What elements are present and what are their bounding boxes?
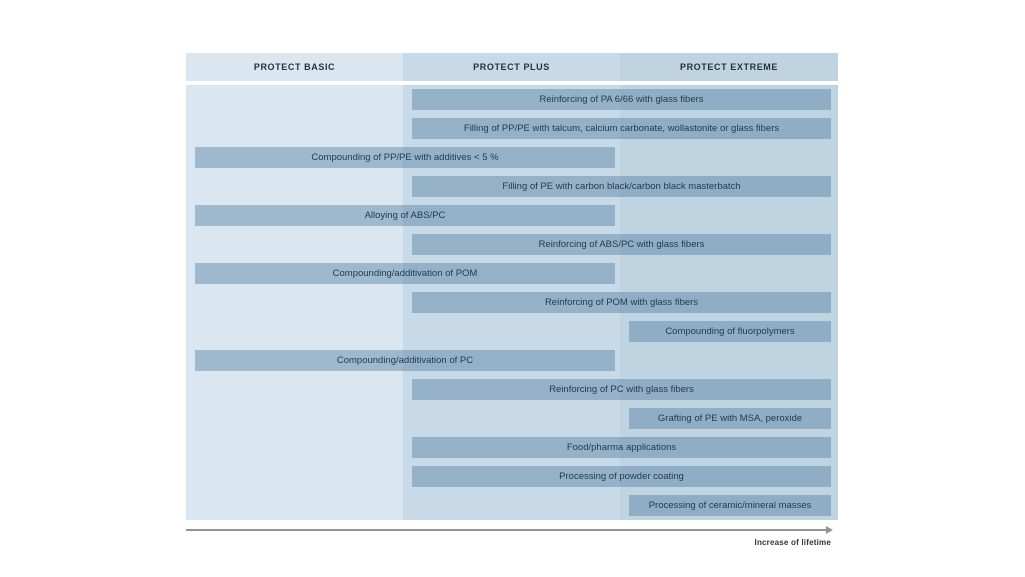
application-bar-label: Compounding of fluorpolymers — [665, 326, 795, 337]
application-bar-label: Filling of PP/PE with talcum, calcium ca… — [463, 123, 780, 134]
application-bar: Filling of PP/PE with talcum, calcium ca… — [412, 118, 831, 139]
application-bar-label: Compounding of PP/PE with additives < 5 … — [311, 152, 499, 163]
column-header-extreme: PROTECT EXTREME — [620, 53, 838, 81]
application-bar: Grafting of PE with MSA, peroxide — [629, 408, 831, 429]
application-bar-label: Reinforcing of ABS/PC with glass fibers — [538, 239, 705, 250]
application-bar: Reinforcing of PA 6/66 with glass fibers — [412, 89, 831, 110]
application-bar-label: Grafting of PE with MSA, peroxide — [657, 413, 803, 424]
chart-body: Reinforcing of PA 6/66 with glass fibers… — [186, 85, 838, 520]
application-bar: Compounding of PP/PE with additives < 5 … — [195, 147, 615, 168]
bar-row: Alloying of ABS/PC — [186, 201, 838, 230]
bar-row: Food/pharma applications — [186, 433, 838, 462]
bar-row: Reinforcing of ABS/PC with glass fibers — [186, 230, 838, 259]
bar-row: Reinforcing of POM with glass fibers — [186, 288, 838, 317]
application-bar: Reinforcing of ABS/PC with glass fibers — [412, 234, 831, 255]
application-bar-label: Compounding/additivation of PC — [336, 355, 474, 366]
bar-row: Processing of ceramic/mineral masses — [186, 491, 838, 520]
bar-row: Reinforcing of PA 6/66 with glass fibers — [186, 85, 838, 114]
column-header-plus: PROTECT PLUS — [403, 53, 620, 81]
application-bar-label: Compounding/additivation of POM — [332, 268, 478, 279]
column-basic-background — [186, 85, 403, 520]
application-bar: Food/pharma applications — [412, 437, 831, 458]
bar-row: Reinforcing of PC with glass fibers — [186, 375, 838, 404]
lifetime-axis: Increase of lifetime — [186, 526, 838, 560]
application-bar: Filling of PE with carbon black/carbon b… — [412, 176, 831, 197]
application-bar: Compounding/additivation of PC — [195, 350, 615, 371]
application-bar-label: Filling of PE with carbon black/carbon b… — [502, 181, 741, 192]
application-bar-label: Reinforcing of PC with glass fibers — [549, 384, 694, 395]
column-header-basic: PROTECT BASIC — [186, 53, 403, 81]
application-bar: Alloying of ABS/PC — [195, 205, 615, 226]
protection-levels-chart: PROTECT BASIC PROTECT PLUS PROTECT EXTRE… — [186, 53, 838, 560]
bar-row: Grafting of PE with MSA, peroxide — [186, 404, 838, 433]
application-bar-label: Processing of powder coating — [559, 471, 684, 482]
arrow-right-icon — [826, 526, 833, 534]
bar-row: Filling of PE with carbon black/carbon b… — [186, 172, 838, 201]
axis-line — [186, 529, 826, 531]
bar-row: Compounding of fluorpolymers — [186, 317, 838, 346]
column-headers: PROTECT BASIC PROTECT PLUS PROTECT EXTRE… — [186, 53, 838, 81]
application-bar-label: Alloying of ABS/PC — [364, 210, 446, 221]
application-bar: Compounding/additivation of POM — [195, 263, 615, 284]
column-plus-background — [403, 85, 620, 520]
axis-label: Increase of lifetime — [754, 538, 831, 547]
application-bar-label: Food/pharma applications — [566, 442, 677, 453]
column-extreme-background — [620, 85, 838, 520]
application-bar: Processing of ceramic/mineral masses — [629, 495, 831, 516]
chart-rows: Reinforcing of PA 6/66 with glass fibers… — [186, 85, 838, 520]
bar-row: Filling of PP/PE with talcum, calcium ca… — [186, 114, 838, 143]
bar-row: Processing of powder coating — [186, 462, 838, 491]
application-bar-label: Processing of ceramic/mineral masses — [648, 500, 812, 511]
bar-row: Compounding/additivation of PC — [186, 346, 838, 375]
application-bar-label: Reinforcing of POM with glass fibers — [544, 297, 699, 308]
application-bar: Compounding of fluorpolymers — [629, 321, 831, 342]
application-bar-label: Reinforcing of PA 6/66 with glass fibers — [539, 94, 704, 105]
application-bar: Processing of powder coating — [412, 466, 831, 487]
application-bar: Reinforcing of POM with glass fibers — [412, 292, 831, 313]
bar-row: Compounding of PP/PE with additives < 5 … — [186, 143, 838, 172]
application-bar: Reinforcing of PC with glass fibers — [412, 379, 831, 400]
bar-row: Compounding/additivation of POM — [186, 259, 838, 288]
